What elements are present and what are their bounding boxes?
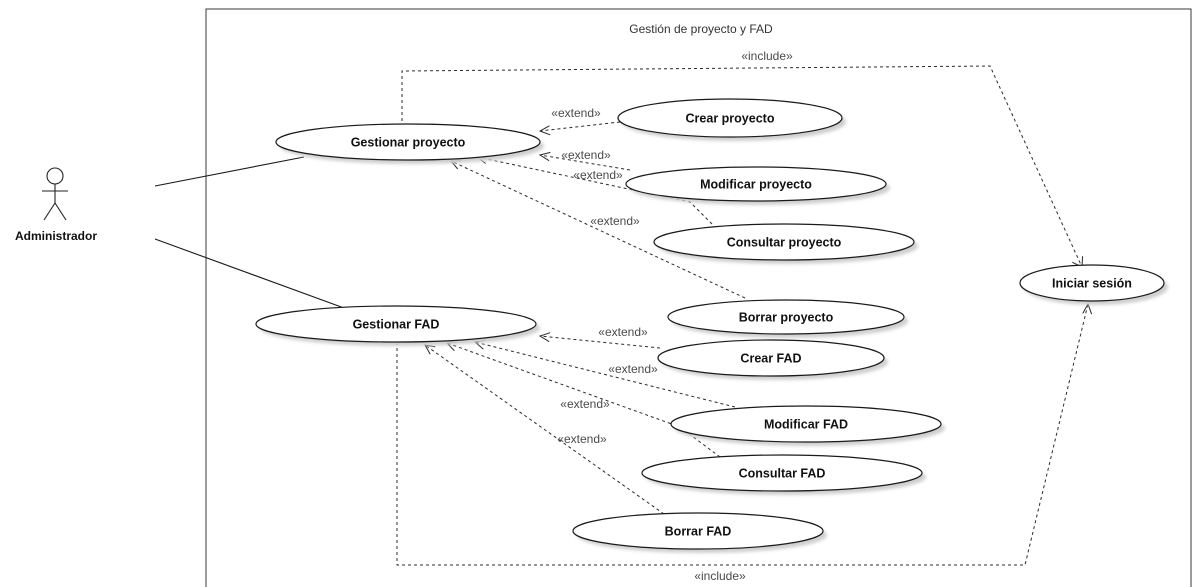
actor-label: Administrador (15, 229, 97, 243)
use-case-label: Modificar FAD (764, 418, 848, 432)
extend-label-crear-proyecto: «extend» (551, 106, 601, 120)
extend-label-modificar-proyecto: «extend» (561, 148, 611, 162)
use-case-modificar-proyecto: Modificar proyecto (625, 166, 890, 205)
use-case-label: Consultar proyecto (727, 236, 842, 250)
extend-crear-fad (538, 332, 661, 349)
use-case-label: Borrar FAD (665, 525, 732, 539)
actor-icon (42, 167, 68, 221)
use-case-consultar-proyecto: Consultar proyecto (653, 223, 918, 264)
include-label-bottom: «include» (694, 569, 746, 583)
use-case-iniciar-sesion: Iniciar sesión (1019, 264, 1168, 305)
extend-label-borrar-proyecto: «extend» (590, 214, 640, 228)
use-case-crear-proyecto: Crear proyecto (617, 98, 846, 141)
use-case-gestionar-fad: Gestionar FAD (255, 305, 540, 346)
association-gestionar-fad (154, 238, 345, 309)
extend-label-consultar-proyecto: «extend» (573, 168, 623, 182)
actor-administrador: Administrador (15, 167, 97, 243)
association-gestionar-proyecto (154, 156, 305, 187)
use-case-label: Consultar FAD (739, 467, 826, 481)
use-case-consultar-fad: Consultar FAD (641, 454, 926, 495)
use-case-label: Gestionar FAD (353, 318, 440, 332)
extend-label-borrar-fad: «extend» (557, 432, 607, 446)
include-label-top: «include» (741, 49, 793, 63)
use-case-borrar-fad: Borrar FAD (572, 512, 827, 553)
use-case-label: Crear FAD (740, 352, 801, 366)
use-case-label: Modificar proyecto (700, 178, 812, 192)
use-case-modificar-fad: Modificar FAD (670, 405, 945, 446)
use-case-label: Iniciar sesión (1052, 277, 1132, 291)
use-case-label: Crear proyecto (686, 112, 775, 126)
extend-label-crear-fad: «extend» (598, 325, 648, 339)
extend-label-modificar-fad: «extend» (608, 362, 658, 376)
use-case-label: Borrar proyecto (739, 311, 834, 325)
use-case-gestionar-proyecto: Gestionar proyecto (275, 123, 544, 164)
use-case-borrar-proyecto: Borrar proyecto (667, 299, 908, 338)
extend-label-consultar-fad: «extend» (560, 397, 610, 411)
extend-modificar-proyecto (538, 151, 631, 171)
extend-crear-proyecto (538, 121, 621, 136)
use-case-label: Gestionar proyecto (351, 136, 466, 150)
boundary-title: Gestión de proyecto y FAD (629, 22, 773, 36)
use-case-crear-fad: Crear FAD (657, 339, 888, 380)
